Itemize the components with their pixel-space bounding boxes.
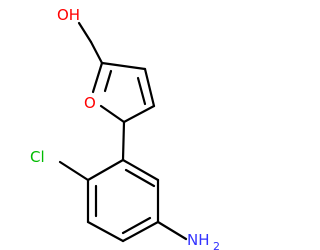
bond-c-cl xyxy=(58,160,90,182)
bond-c5-c1prime xyxy=(121,120,126,162)
bond-c-n xyxy=(156,220,188,241)
bond-ar-6-1 xyxy=(86,158,125,182)
molecule-drawing: OH O Cl NH 2 xyxy=(30,6,220,250)
bond-ar-3-4 xyxy=(121,220,160,243)
ring-oxygen-label: O xyxy=(84,94,96,112)
bond-ch2-c2 xyxy=(89,40,104,65)
amine-subscript: 2 xyxy=(213,240,220,250)
bond-oh-ch2 xyxy=(77,21,93,44)
chlorine-label: Cl xyxy=(30,148,45,166)
bond-ar-4-5 xyxy=(86,220,125,243)
bond-c4-c5 xyxy=(122,104,156,124)
bond-ar-3-4-double xyxy=(121,216,152,235)
bond-o1-c2 xyxy=(91,61,104,94)
structure-diagram: OH O Cl NH 2 xyxy=(30,6,220,250)
bond-ar-1-2-double xyxy=(124,168,156,188)
hydroxyl-label: OH xyxy=(57,6,80,24)
bond-c2-c3 xyxy=(100,61,147,71)
bond-o1-c2-double xyxy=(103,69,113,93)
amine-label: NH xyxy=(187,231,210,249)
bond-c3-c4-double xyxy=(136,76,147,106)
bond-c5-o1 xyxy=(99,104,126,124)
bond-c3-c4 xyxy=(143,67,156,108)
bond-ar-1-2 xyxy=(121,158,160,182)
